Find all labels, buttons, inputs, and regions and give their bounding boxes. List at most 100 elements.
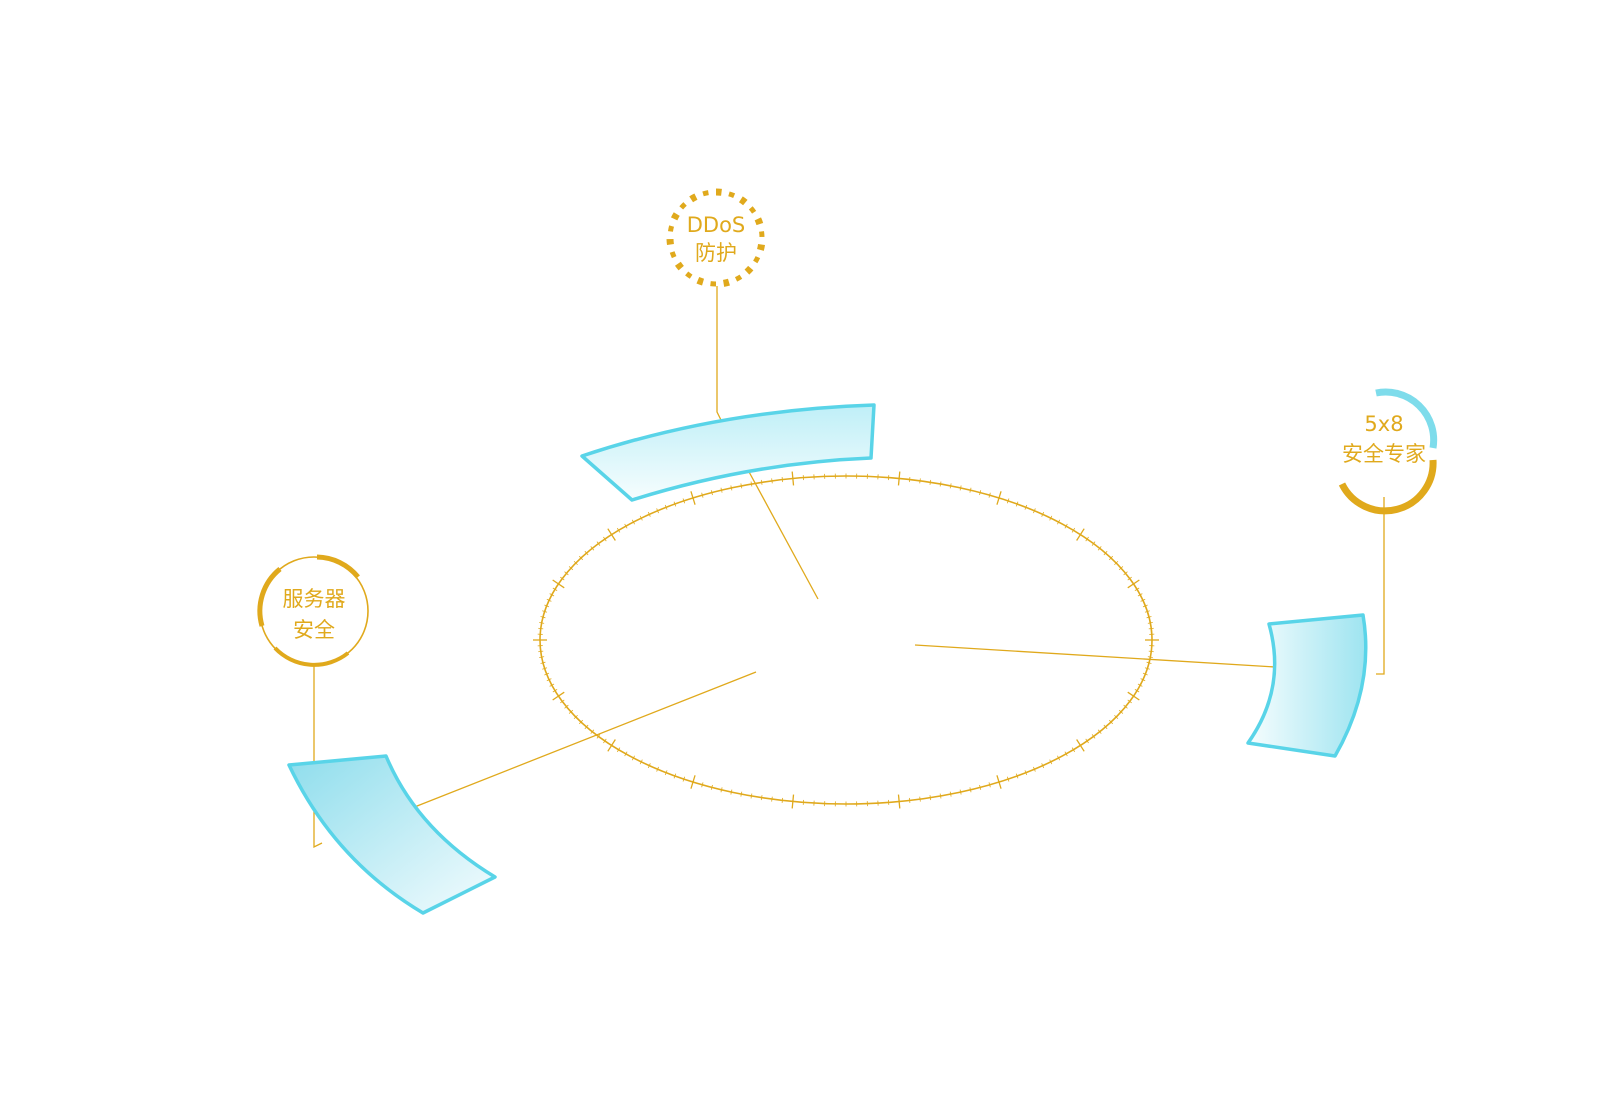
ellipse-tick [560, 699, 565, 704]
left-panel [287, 754, 497, 915]
ellipse-tick [969, 487, 972, 493]
ellipse-tick [552, 579, 565, 589]
ellipse-tick [988, 492, 991, 498]
ellipse-tick [1140, 678, 1146, 682]
ellipse-tick [781, 477, 784, 483]
ellipse-tick [710, 784, 713, 790]
ellipse-tick [544, 672, 550, 676]
ellipse-tick [539, 656, 545, 659]
ellipse-tick [969, 787, 972, 793]
ellipse-tick [1015, 501, 1019, 507]
ddos-ring-dash [744, 265, 754, 275]
ellipse-tick [1118, 709, 1124, 714]
ellipse-tick [897, 794, 901, 809]
ellipse-tick [1097, 546, 1102, 551]
ddos-ring-dash [696, 277, 705, 286]
ellipse-tick [573, 714, 578, 720]
connector-ddos [716, 286, 722, 421]
ellipse-tick [560, 576, 565, 581]
ellipse-tick [584, 724, 589, 730]
ellipse-tick [682, 776, 686, 782]
ddos-label-line1: DDoS [687, 213, 746, 237]
ellipse-tick [690, 775, 696, 789]
ellipse-tick [564, 571, 569, 576]
ellipse-tick [664, 770, 668, 776]
ddos-ring-dash [670, 212, 680, 221]
ellipse-tick [664, 504, 668, 510]
ellipse-tick [710, 490, 713, 496]
ddos-ring-dash [702, 190, 709, 197]
ellipse-tick [1085, 536, 1089, 542]
ddos-ring-dash [674, 261, 684, 271]
server-label-line2: 安全 [293, 618, 335, 642]
ddos-ring-dash [722, 278, 730, 287]
ellipse-tick [1127, 691, 1140, 701]
ddos-ring-dash [748, 206, 757, 214]
ellipse-tick [544, 604, 550, 608]
ellipse-tick [579, 719, 583, 725]
ddos-ring-dash [754, 217, 764, 226]
ellipse-tick [647, 511, 651, 517]
ellipse-tick [1142, 672, 1148, 676]
ellipse-tick [1142, 604, 1148, 608]
ellipse-tick [552, 587, 558, 591]
server-ring-arc-top-icon [316, 554, 360, 579]
ellipse-tick [673, 773, 677, 779]
ellipse-tick [624, 751, 628, 757]
ellipse-tick [1134, 587, 1140, 591]
ellipse-tick [616, 527, 621, 533]
ellipse-tick [939, 481, 942, 487]
ellipse-tick [682, 498, 686, 504]
ellipse-tick [603, 536, 607, 542]
ellipse-tick [1015, 773, 1019, 779]
ellipse-tick [1109, 555, 1113, 561]
ellipse-tick [639, 759, 643, 765]
server-ring-arc-bottom-icon [273, 646, 350, 667]
ellipse-tick [771, 478, 773, 484]
ellipse-tick [1109, 719, 1113, 725]
ellipse-tick [539, 621, 545, 624]
ellipse-tick [1057, 755, 1061, 761]
dashed-ring-icon [666, 188, 765, 287]
ellipse-tick [1064, 751, 1068, 757]
ellipse-tick [988, 782, 991, 788]
ellipse-tick [1097, 729, 1102, 734]
ellipse-tick [908, 477, 911, 483]
ddos-ring-dash [753, 256, 761, 264]
node-server: 服务器 安全 [257, 554, 369, 667]
ellipse-tick [1103, 550, 1108, 556]
ellipse-tick [939, 793, 942, 799]
ellipse-tick [1123, 704, 1128, 709]
ellipse-tick [590, 729, 595, 734]
ellipse-tick [540, 661, 546, 664]
ellipse-tick [656, 766, 659, 772]
ellipse-tick [596, 734, 601, 739]
ellipse-tick [1114, 560, 1119, 566]
ellipse-tick [760, 479, 763, 485]
ellipse-tick [701, 492, 704, 498]
ellipse-tick [1140, 598, 1146, 602]
ellipse-tick [1127, 576, 1132, 581]
ellipse-ticks [533, 471, 1159, 809]
ellipse-tick [603, 738, 607, 744]
ddos-ring-dash [679, 202, 687, 210]
ellipse-tick [701, 782, 704, 788]
ellipse-tick [631, 519, 635, 525]
ellipse-tick [919, 796, 921, 802]
ellipse-tick [552, 691, 565, 701]
ellipse-tick [740, 791, 743, 797]
ellipse-tick [720, 787, 723, 793]
ellipse-tick [740, 483, 743, 489]
ellipse-tick [1091, 734, 1096, 739]
ellipse-tick [546, 598, 552, 602]
server-ring-arc-left-icon [257, 567, 282, 627]
ellipse-tick [1148, 650, 1154, 653]
ellipse-tick [996, 491, 1002, 505]
ellipse-tick [1146, 661, 1152, 664]
connectors [313, 286, 1385, 849]
ddos-ring-dash [757, 244, 765, 251]
ellipse-tick [949, 483, 952, 489]
ellipse-tick [1033, 508, 1036, 514]
ellipse-tick [1137, 683, 1143, 687]
ellipse-tick [1147, 621, 1153, 624]
